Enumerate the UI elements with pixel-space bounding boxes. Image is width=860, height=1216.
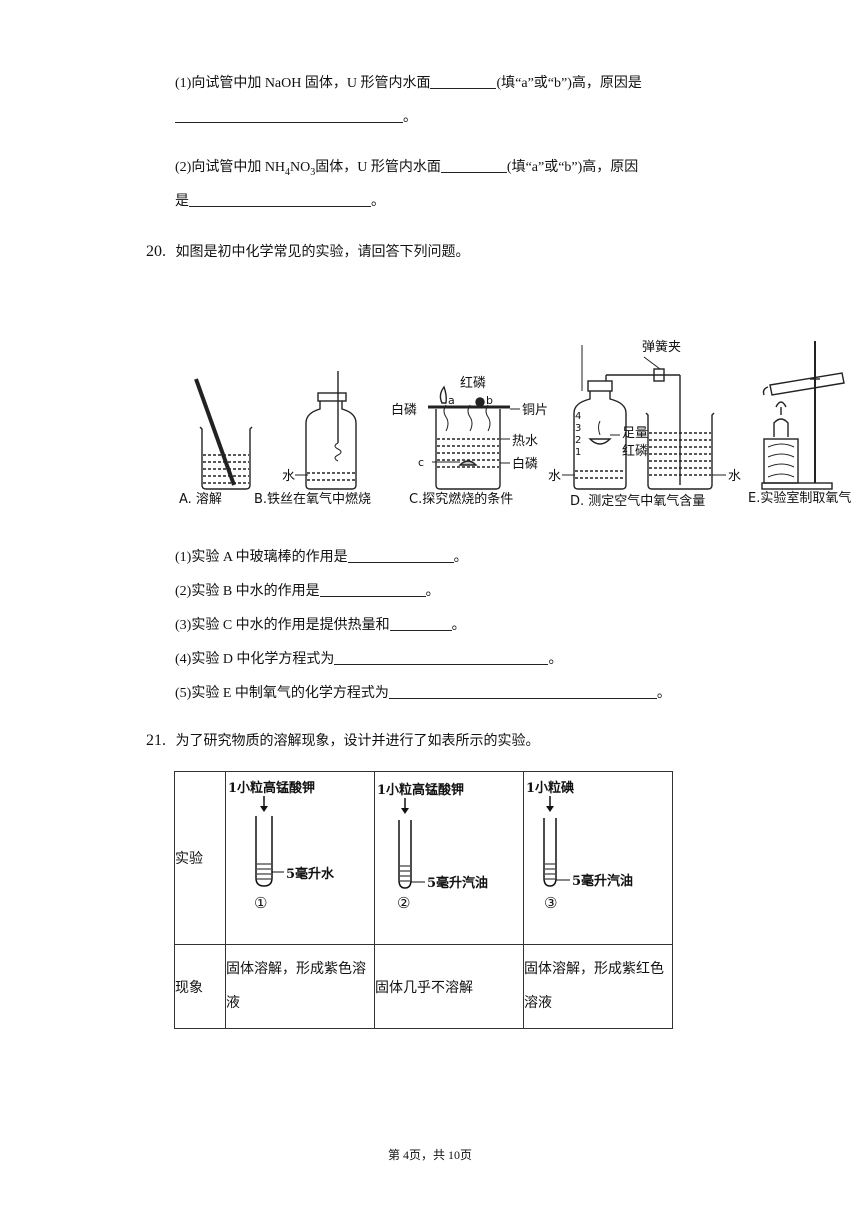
svg-text:c: c xyxy=(418,456,424,469)
row-header-experiment: 实验 xyxy=(174,771,226,945)
dissolution-table: 实验 1小粒高锰酸钾 5毫升水 ① 1小粒高锰酸钾 5毫升汽油 xyxy=(174,771,673,1029)
answer-blank[interactable] xyxy=(189,192,371,207)
caption-b: B.铁丝在氧气中燃烧 xyxy=(254,492,372,507)
caption-e: E.实验室制取氧气 xyxy=(748,491,852,506)
oxygen-content-apparatus xyxy=(562,345,726,490)
svg-text:b: b xyxy=(486,394,493,407)
answer-blank[interactable] xyxy=(319,582,426,597)
test-tube-diagram-3: 1小粒碘 5毫升汽油 ③ xyxy=(526,780,633,912)
page-footer: 第 4页，共 10页 xyxy=(387,1148,472,1162)
answer-blank[interactable] xyxy=(440,158,507,173)
q19-part1-line1: (1)向试管中加 NaOH 固体，U 形管内水面(填“a”或“b”)高，原因是 xyxy=(175,74,642,91)
svg-text:1小粒高锰酸钾: 1小粒高锰酸钾 xyxy=(377,782,464,798)
phenomenon-cell-1: 固体溶解，形成紫色溶液 xyxy=(225,944,375,1029)
answer-blank[interactable] xyxy=(347,548,454,563)
test-tube-diagram-1: 1小粒高锰酸钾 5毫升水 ① xyxy=(228,780,335,912)
phenomenon-cell-2: 固体几乎不溶解 xyxy=(374,944,524,1029)
svg-text:1小粒高锰酸钾: 1小粒高锰酸钾 xyxy=(228,780,315,796)
svg-text:铜片: 铜片 xyxy=(522,403,548,418)
q20-item-1: (1)实验 A 中玻璃棒的作用是。 xyxy=(175,548,468,565)
svg-text:足量: 足量 xyxy=(622,426,648,441)
q19-part2-line2: 是。 xyxy=(175,192,385,209)
svg-text:a: a xyxy=(448,394,455,407)
q19-part1-line2: 。 xyxy=(175,108,417,128)
caption-a: A. 溶解 xyxy=(179,492,222,507)
svg-text:水: 水 xyxy=(548,469,561,484)
oxygen-prep-apparatus xyxy=(761,341,845,490)
svg-text:热水: 热水 xyxy=(512,434,538,449)
beaker-dissolving xyxy=(194,378,253,490)
q20-stem: 20. 如图是初中化学常见的实验，请回答下列问题。 xyxy=(146,243,470,260)
row-header-phenomenon: 现象 xyxy=(174,944,226,1029)
q21-stem: 21. 为了研究物质的溶解现象，设计并进行了如表所示的实验。 xyxy=(146,732,540,749)
svg-text:1: 1 xyxy=(575,447,581,458)
answer-blank[interactable] xyxy=(430,74,497,89)
svg-text:5毫升汽油: 5毫升汽油 xyxy=(427,875,488,891)
svg-text:白磷: 白磷 xyxy=(512,456,538,472)
svg-text:4: 4 xyxy=(575,411,581,422)
svg-text:弹簧夹: 弹簧夹 xyxy=(642,339,681,355)
q20-item-2: (2)实验 B 中水的作用是。 xyxy=(175,582,440,599)
svg-text:5毫升汽油: 5毫升汽油 xyxy=(572,873,633,889)
experiment-figure: 水 红磷 白磷 a b 铜片 热水 白磷 c xyxy=(194,339,845,490)
label-water-b: 水 xyxy=(282,469,295,484)
svg-text:1小粒碘: 1小粒碘 xyxy=(526,780,574,796)
svg-text:红磷: 红磷 xyxy=(460,375,486,391)
svg-text:2: 2 xyxy=(575,435,581,446)
phenomenon-cell-3: 固体溶解，形成紫红色溶液 xyxy=(523,944,673,1029)
svg-text:①: ① xyxy=(254,894,267,912)
test-tube-diagram-2: 1小粒高锰酸钾 5毫升汽油 ② xyxy=(377,782,488,912)
svg-text:水: 水 xyxy=(728,469,741,484)
q20-item-3: (3)实验 C 中水的作用是提供热量和。 xyxy=(175,616,466,633)
svg-text:②: ② xyxy=(397,894,410,912)
caption-d: D. 测定空气中氧气含量 xyxy=(570,494,706,509)
svg-text:白磷: 白磷 xyxy=(391,402,417,418)
caption-c: C.探究燃烧的条件 xyxy=(409,492,514,507)
experiment-cell-3: 1小粒碘 5毫升汽油 ③ xyxy=(523,771,673,945)
answer-blank[interactable] xyxy=(175,108,403,123)
q20-item-4: (4)实验 D 中化学方程式为。 xyxy=(175,650,563,667)
experiment-cell-1: 1小粒高锰酸钾 5毫升水 ① xyxy=(225,771,375,945)
beaker-combustion xyxy=(428,385,520,490)
svg-text:3: 3 xyxy=(575,423,581,434)
q20-item-5: (5)实验 E 中制氧气的化学方程式为。 xyxy=(175,684,671,701)
answer-blank[interactable] xyxy=(388,684,657,699)
svg-text:红磷: 红磷 xyxy=(622,443,648,459)
svg-text:③: ③ xyxy=(544,894,557,912)
svg-text:5毫升水: 5毫升水 xyxy=(286,866,335,882)
q19-part2-line1: (2)向试管中加 NH4NO3固体，U 形管内水面(填“a”或“b”)高，原因 xyxy=(175,158,639,178)
gas-jar-iron xyxy=(295,371,357,490)
experiment-cell-2: 1小粒高锰酸钾 5毫升汽油 ② xyxy=(374,771,524,945)
answer-blank[interactable] xyxy=(389,616,452,631)
answer-blank[interactable] xyxy=(334,650,549,665)
